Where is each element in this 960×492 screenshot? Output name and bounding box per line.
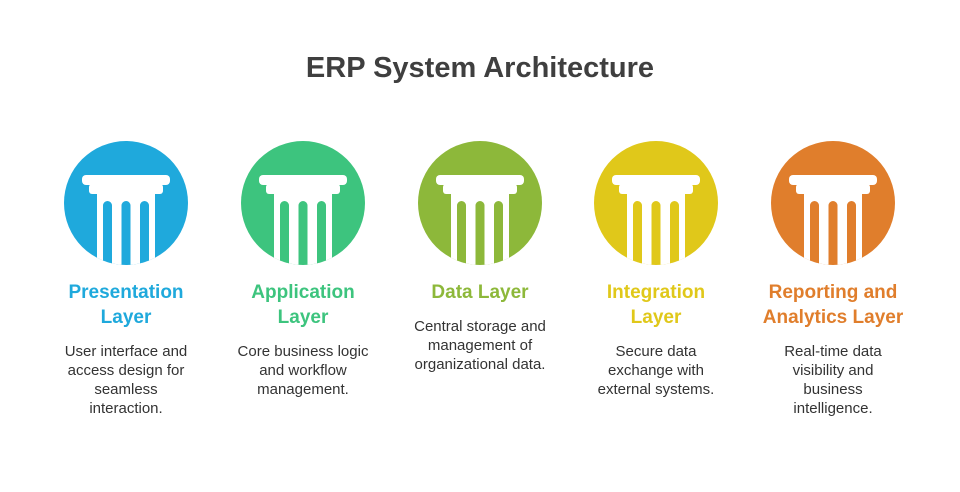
layer-heading-line: Presentation	[68, 282, 184, 303]
pillar-icon	[594, 141, 718, 265]
layer-description-line: Central storage and	[414, 318, 546, 335]
pillar-icon	[418, 141, 542, 265]
layer-description-line: business	[803, 381, 863, 398]
pillar-icon	[771, 141, 895, 265]
layer-description-line: organizational data.	[414, 356, 546, 373]
layer-description-line: management.	[257, 381, 349, 398]
layer-description: User interface and access design for seaml…	[38, 342, 214, 418]
layer-heading-line: Layer	[100, 307, 152, 328]
layer-description-line: seamless	[94, 381, 158, 398]
layer-heading-line: Layer	[277, 307, 329, 328]
layer-description-line: User interface and	[64, 343, 188, 360]
layer-description: Real-time data visibility and business inte…	[745, 342, 921, 418]
layer-description-line: Core business logic	[237, 343, 369, 360]
layer-description-line: Real-time data	[784, 343, 882, 360]
page-title: ERP System Architecture	[305, 52, 655, 84]
layer-description-line: visibility and	[792, 362, 874, 379]
layer-description-line: access design for	[67, 362, 185, 379]
layer-description-line: external systems.	[597, 381, 715, 398]
layer-description: Central storage and management of organiza…	[392, 317, 568, 374]
layer-description: Core business logic and workflow managemen…	[215, 342, 391, 399]
layer-description-line: exchange with	[608, 362, 704, 379]
layer-heading-line: Reporting and	[768, 282, 898, 303]
layer-description-line: and workflow	[259, 362, 347, 379]
layer-description-line: management of	[427, 337, 533, 354]
layer-heading-line: Application	[251, 282, 355, 303]
pillar-icon	[64, 141, 188, 265]
layer-heading-line: Integration	[606, 282, 706, 303]
pillar-icon	[241, 141, 365, 265]
layer-description-line: Secure data	[615, 343, 697, 360]
layer-heading-line: Data Layer	[431, 282, 529, 303]
layer-heading-line: Analytics Layer	[762, 307, 904, 328]
layer-heading-line: Layer	[630, 307, 682, 328]
layer-description-line: intelligence.	[793, 400, 873, 417]
layer-description: Secure data exchange with external systems…	[568, 342, 744, 399]
layer-description-line: interaction.	[89, 400, 163, 417]
layer-heading: Data Layer	[392, 280, 568, 305]
